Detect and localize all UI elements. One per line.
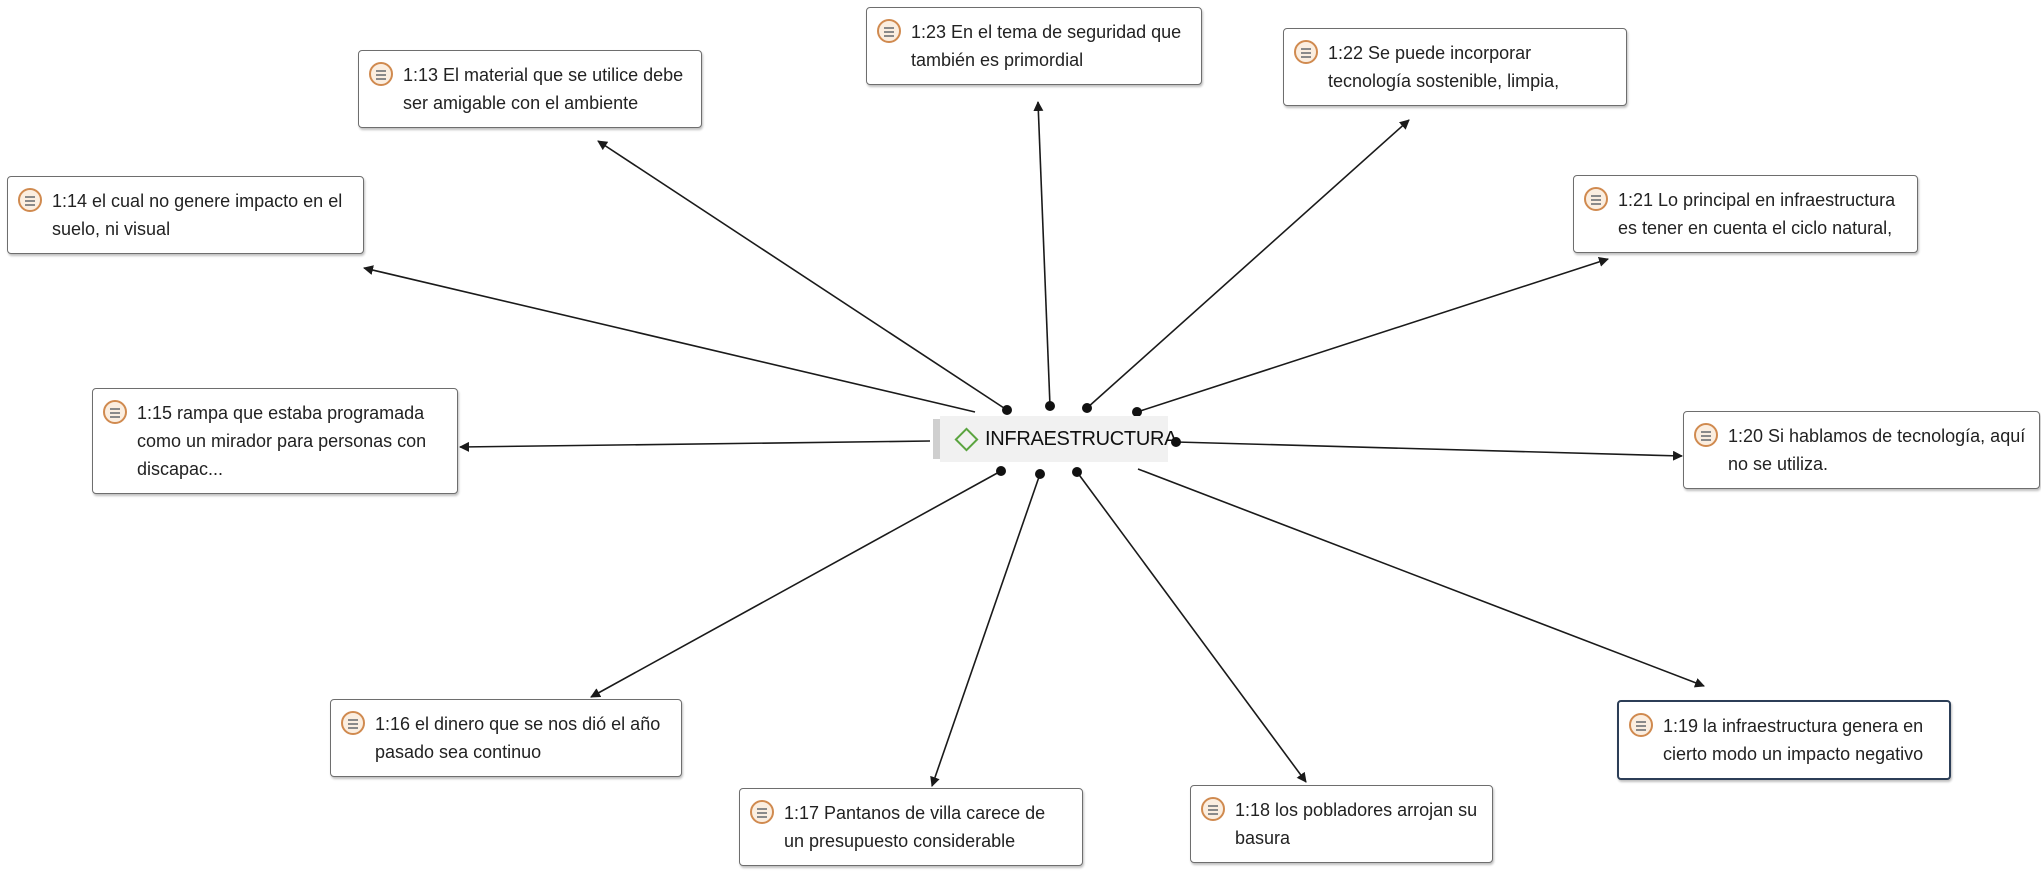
quotation-node-1-16[interactable]: 1:16 el dinero que se nos dió el año pas… <box>330 699 682 777</box>
quotation-icon <box>877 19 901 43</box>
code-node-label: INFRAESTRUCTURA <box>985 427 1178 450</box>
quotation-icon <box>1694 423 1718 447</box>
link-1-21 <box>1136 257 1609 413</box>
link-anchor-dot <box>996 466 1006 476</box>
link-anchor-dot <box>1072 467 1082 477</box>
quotation-text: 1:22 Se puede incorporar tecnología sost… <box>1328 43 1560 91</box>
quotation-icon <box>341 711 365 735</box>
quotation-node-1-20[interactable]: 1:20 Si hablamos de tecnología, aquí no … <box>1683 411 2040 489</box>
quotation-text: 1:15 rampa que estaba programada como un… <box>137 403 427 479</box>
quotation-text: 1:13 El material que se utilice debe ser… <box>403 65 684 113</box>
code-node-infraestructura[interactable]: INFRAESTRUCTURA <box>933 416 1177 462</box>
quotation-node-1-14[interactable]: 1:14 el cual no genere impacto en el sue… <box>7 176 364 254</box>
quotation-text: 1:14 el cual no genere impacto en el sue… <box>52 191 343 239</box>
link-anchor-dot <box>1132 407 1142 417</box>
code-diamond-icon <box>954 426 979 452</box>
quotation-text: 1:18 los pobladores arrojan su basura <box>1235 800 1478 848</box>
quotation-node-1-18[interactable]: 1:18 los pobladores arrojan su basura <box>1190 785 1493 863</box>
link-1-19 <box>1137 468 1705 688</box>
quotation-icon <box>1294 40 1318 64</box>
link-1-17 <box>930 473 1041 787</box>
quotation-text: 1:19 la infraestructura genera en cierto… <box>1663 716 1924 764</box>
quotation-icon <box>1629 713 1653 737</box>
quotation-text: 1:16 el dinero que se nos dió el año pas… <box>375 714 661 762</box>
quotation-node-1-17[interactable]: 1:17 Pantanos de villa carece de un pres… <box>739 788 1083 866</box>
quotation-node-1-21[interactable]: 1:21 Lo principal en infraestructura es … <box>1573 175 1918 253</box>
quotation-icon <box>1584 187 1608 211</box>
quotation-node-1-22[interactable]: 1:22 Se puede incorporar tecnología sost… <box>1283 28 1627 106</box>
quotation-icon <box>750 800 774 824</box>
link-anchor-dot <box>1035 469 1045 479</box>
link-anchor-dot <box>1045 401 1055 411</box>
quotation-node-1-23[interactable]: 1:23 En el tema de seguridad que también… <box>866 7 1202 85</box>
quotation-icon <box>369 62 393 86</box>
link-1-22 <box>1086 119 1410 409</box>
quotation-text: 1:23 En el tema de seguridad que también… <box>911 22 1182 70</box>
quotation-icon <box>103 400 127 424</box>
link-1-23 <box>1033 101 1051 407</box>
link-1-18 <box>1076 471 1307 783</box>
link-1-14 <box>363 265 976 413</box>
link-1-20 <box>1175 441 1683 461</box>
quotation-icon <box>18 188 42 212</box>
link-1-15 <box>459 440 931 452</box>
quotation-node-1-19[interactable]: 1:19 la infraestructura genera en cierto… <box>1617 700 1951 780</box>
link-1-13 <box>597 140 1008 411</box>
link-anchor-dot <box>1082 403 1092 413</box>
link-1-16 <box>590 470 1002 698</box>
quotation-icon <box>1201 797 1225 821</box>
quotation-text: 1:21 Lo principal en infraestructura es … <box>1618 190 1896 238</box>
quotation-node-1-15[interactable]: 1:15 rampa que estaba programada como un… <box>92 388 458 494</box>
quotation-text: 1:20 Si hablamos de tecnología, aquí no … <box>1728 426 2026 474</box>
link-anchor-dot <box>1002 405 1012 415</box>
quotation-node-1-13[interactable]: 1:13 El material que se utilice debe ser… <box>358 50 702 128</box>
quotation-text: 1:17 Pantanos de villa carece de un pres… <box>784 803 1046 851</box>
link-anchor-dot <box>1171 437 1181 447</box>
